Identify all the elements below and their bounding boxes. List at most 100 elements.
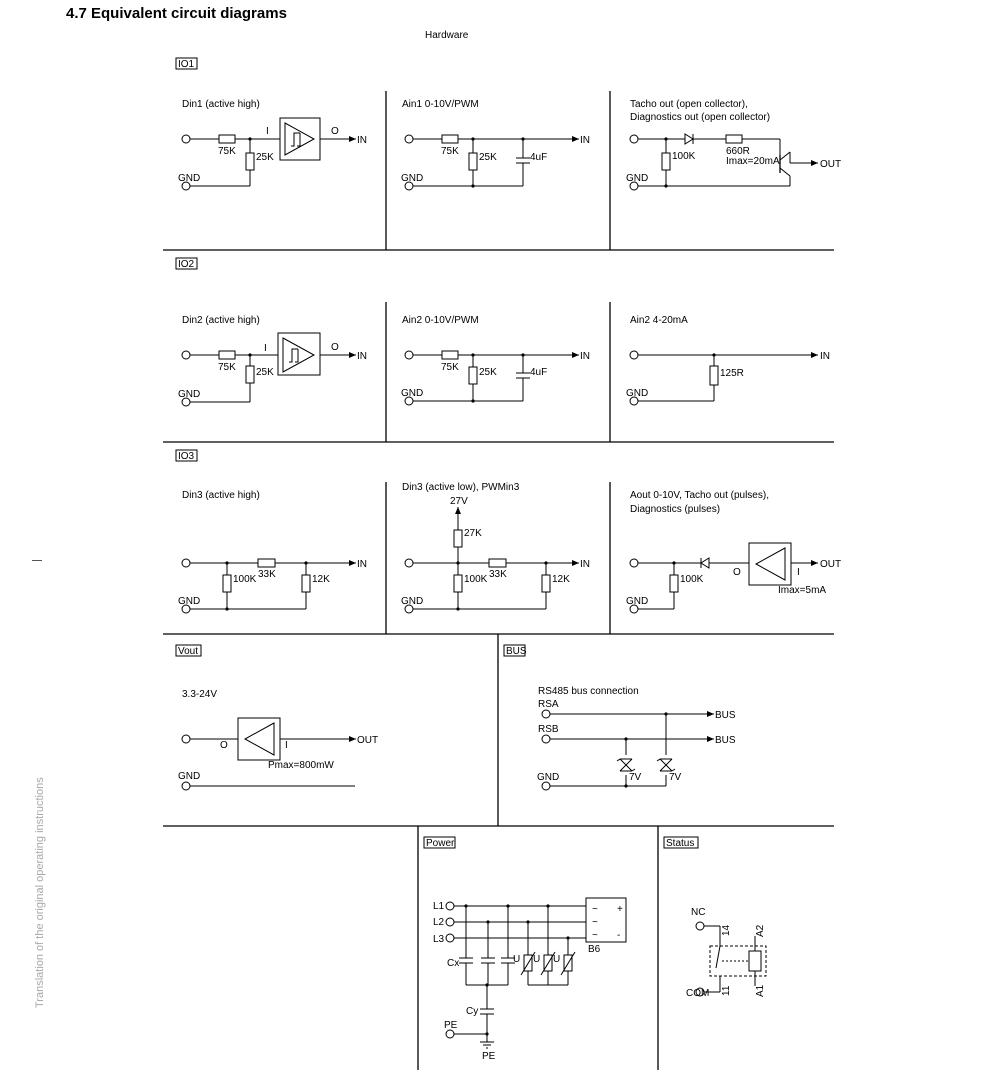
svg-text:GND: GND — [626, 388, 648, 399]
svg-text:Din3 (active high): Din3 (active high) — [182, 490, 260, 501]
svg-text:Vout: Vout — [178, 646, 198, 657]
svg-text:BUS: BUS — [506, 646, 527, 657]
section-tag-status: Status — [663, 836, 699, 849]
svg-text:BUS: BUS — [715, 735, 736, 746]
circuit-tacho-open-collector: Tacho out (open collector), Diagnostics … — [626, 99, 841, 191]
svg-text:OUT: OUT — [357, 735, 378, 746]
svg-text:~: ~ — [592, 904, 598, 915]
section-tag-io1: IO1 — [175, 57, 198, 70]
svg-text:GND: GND — [178, 389, 200, 400]
svg-text:IN: IN — [580, 135, 590, 146]
svg-text:Tacho out (open collector),: Tacho out (open collector), — [630, 99, 748, 110]
svg-text:100K: 100K — [464, 574, 488, 585]
section-tag-bus: BUS — [503, 644, 527, 657]
svg-text:IN: IN — [357, 559, 367, 570]
svg-text:27K: 27K — [464, 528, 482, 539]
section-tag-io3: IO3 — [175, 449, 198, 462]
svg-text:14: 14 — [721, 924, 732, 936]
svg-text:GND: GND — [537, 772, 559, 783]
svg-text:3.3-24V: 3.3-24V — [182, 689, 217, 700]
hardware-subheading: Hardware — [425, 30, 469, 41]
svg-text:GND: GND — [401, 596, 423, 607]
circuit-aout-pulses: Aout 0-10V, Tacho out (pulses), Diagnost… — [626, 490, 841, 614]
svg-text:NC: NC — [691, 907, 705, 918]
svg-text:Ain2 4-20mA: Ain2 4-20mA — [630, 315, 688, 326]
svg-text:PE: PE — [444, 1020, 458, 1031]
svg-text:COM: COM — [686, 988, 709, 999]
svg-text:~: ~ — [592, 917, 598, 928]
svg-text:4uF: 4uF — [530, 152, 547, 163]
svg-text:Ain1 0-10V/PWM: Ain1 0-10V/PWM — [402, 99, 479, 110]
svg-text:Cy: Cy — [466, 1006, 478, 1017]
svg-text:PE: PE — [482, 1051, 496, 1062]
svg-text:I: I — [266, 126, 269, 137]
svg-text:Din3 (active low), PWMin3: Din3 (active low), PWMin3 — [402, 482, 520, 493]
svg-text:GND: GND — [178, 596, 200, 607]
svg-text:Diagnostics out (open collecto: Diagnostics out (open collector) — [630, 112, 770, 123]
svg-text:Status: Status — [666, 838, 694, 849]
svg-text:L1: L1 — [433, 901, 445, 912]
svg-text:25K: 25K — [479, 367, 497, 378]
svg-text:IO1: IO1 — [178, 59, 195, 70]
svg-text:7V: 7V — [629, 772, 642, 783]
svg-text:OUT: OUT — [820, 159, 841, 170]
margin-mark — [32, 560, 42, 561]
circuit-rs485-bus: RS485 bus connection RSA BUS RSB BUS 7V … — [537, 686, 736, 791]
svg-text:100K: 100K — [680, 574, 704, 585]
svg-text:Aout 0-10V, Tacho out (pulses): Aout 0-10V, Tacho out (pulses), — [630, 490, 769, 501]
svg-text:125R: 125R — [720, 368, 744, 379]
svg-text:A1: A1 — [755, 984, 766, 997]
svg-text:O: O — [331, 342, 339, 353]
circuit-ain2-voltage: Ain2 0-10V/PWM 75K IN 25K 4uF GND — [401, 315, 590, 406]
svg-text:25K: 25K — [479, 152, 497, 163]
svg-text:27V: 27V — [450, 496, 468, 507]
section-tag-io2: IO2 — [175, 257, 198, 270]
svg-text:33K: 33K — [489, 569, 507, 580]
svg-text:100K: 100K — [233, 574, 257, 585]
svg-text:RS485 bus connection: RS485 bus connection — [538, 686, 639, 697]
svg-text:L2: L2 — [433, 917, 445, 928]
svg-text:GND: GND — [401, 388, 423, 399]
svg-text:4uF: 4uF — [530, 367, 547, 378]
svg-text:+: + — [617, 904, 623, 915]
svg-text:I: I — [264, 343, 267, 354]
svg-text:IN: IN — [820, 351, 830, 362]
svg-text:11: 11 — [721, 985, 732, 996]
svg-text:12K: 12K — [552, 574, 570, 585]
svg-text:75K: 75K — [441, 146, 459, 157]
circuit-power: L1 L2 L3 ~ ~ ~ + - B6 Cx Cy — [433, 897, 627, 1062]
svg-text:IO3: IO3 — [178, 451, 195, 462]
svg-text:GND: GND — [626, 173, 648, 184]
svg-text:GND: GND — [401, 173, 423, 184]
circuit-vout: 3.3-24V O I OUT Pmax=800mW GND — [178, 689, 378, 791]
svg-text:100K: 100K — [672, 151, 696, 162]
circuit-ain1: Ain1 0-10V/PWM 75K IN 25K 4uF GND — [401, 99, 590, 191]
svg-text:Pmax=800mW: Pmax=800mW — [268, 760, 334, 771]
circuit-din1: Din1 (active high) 75K GND 25K I O IN — [178, 99, 367, 191]
svg-text:Power: Power — [426, 838, 455, 849]
svg-text:25K: 25K — [256, 367, 274, 378]
svg-text:B6: B6 — [588, 944, 601, 955]
section-tag-vout: Vout — [175, 644, 202, 657]
svg-text:GND: GND — [178, 173, 200, 184]
svg-text:U: U — [513, 954, 520, 965]
svg-text:75K: 75K — [218, 146, 236, 157]
svg-text:IN: IN — [580, 559, 590, 570]
svg-text:33K: 33K — [258, 569, 276, 580]
svg-text:RSA: RSA — [538, 699, 559, 710]
svg-text:O: O — [220, 740, 228, 751]
svg-text:OUT: OUT — [820, 559, 841, 570]
svg-text:7V: 7V — [669, 772, 682, 783]
svg-text:A2: A2 — [755, 924, 766, 937]
svg-text:Cx: Cx — [447, 958, 459, 969]
svg-text:U: U — [553, 954, 560, 965]
svg-text:L3: L3 — [433, 934, 445, 945]
svg-text:BUS: BUS — [715, 710, 736, 721]
svg-text:O: O — [331, 126, 339, 137]
svg-text:IN: IN — [580, 351, 590, 362]
svg-text:Ain2 0-10V/PWM: Ain2 0-10V/PWM — [402, 315, 479, 326]
circuit-din3-active-low: Din3 (active low), PWMin3 27V 27K IN 33K… — [401, 482, 590, 614]
circuit-title: Din1 (active high) — [182, 99, 260, 110]
section-tag-power: Power — [423, 836, 456, 849]
